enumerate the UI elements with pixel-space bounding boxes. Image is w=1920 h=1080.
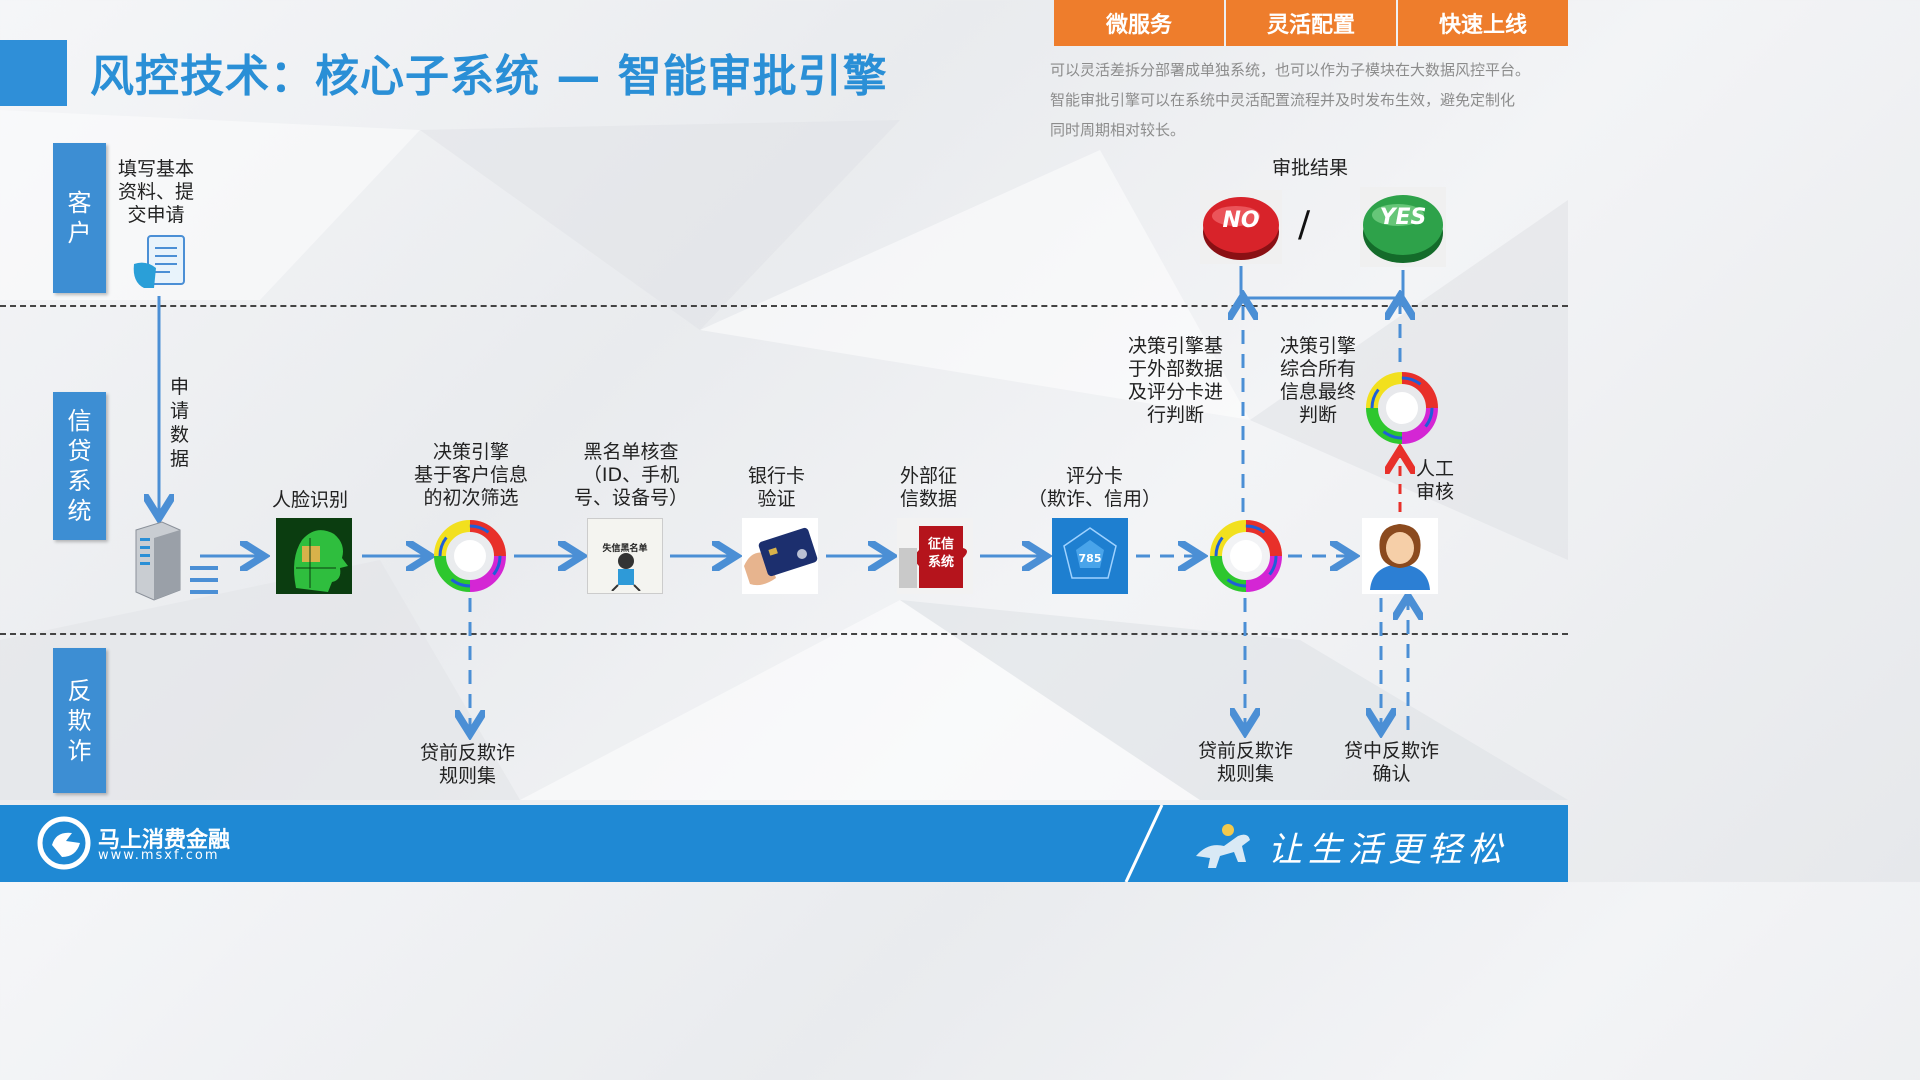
brand-url[interactable]: www.msxf.com [98,848,220,863]
no-button-tile: NO [1200,190,1282,264]
footer-divider [1124,805,1164,882]
flow-connectors [0,266,1568,882]
blacklist-icon: 失信黑名单 [587,518,663,594]
horse-rider-icon [1196,824,1250,868]
brand-name: 马上消费金融 [98,828,231,853]
decision-engine-cycle-icon [434,520,506,592]
lane-divider [0,633,1568,635]
customer-step-label: 填写基本 资料、提 交申请 [118,158,195,226]
tab-fast-launch[interactable]: 快速上线 [1398,0,1568,46]
brand-logo-icon [37,816,91,870]
footer-bar [0,805,1568,882]
face-recognition-icon [276,518,352,594]
page-title: 风控技术：核心子系统 — 智能审批引擎 [90,51,888,102]
credit-badge: 征信 系统 [927,537,954,570]
description-line: 同时周期相对较长。 [1050,121,1186,139]
bank-card-label: 银行卡 验证 [748,465,806,510]
reviewer-avatar-icon [1362,518,1438,594]
yes-label: YES [1379,205,1427,230]
decision-engine-3-label: 决策引擎 综合所有 信息最终 判断 [1280,335,1357,426]
decision-engine-2-label: 决策引擎基 于外部数据 及评分卡进 行判断 [1128,335,1224,426]
manual-review-label: 人工 审核 [1416,458,1455,503]
header-description: 可以灵活差拆分部署成单独系统，也可以作为子模块在大数据风控平台。 智能审批引擎可… [1050,55,1568,145]
radar-chart-icon [1063,527,1117,579]
lane-customer: 客户 [53,143,106,293]
tab-microservice[interactable]: 微服务 [1054,0,1224,46]
person-figure-icon [611,553,641,591]
blacklist-check-label: 黑名单核查 （ID、手机 号、设备号） [574,441,689,509]
decision-engine-cycle-icon [1366,372,1438,444]
description-line: 智能审批引擎可以在系统中灵活配置流程并及时发布生效，避免定制化 [1050,91,1516,109]
result-separator: / [1298,204,1311,245]
face-recognition-label: 人脸识别 [272,489,349,511]
slogan: 让生活更轻松 [1268,830,1508,870]
yes-button-icon [1363,195,1443,263]
pre-loan-rules-2-label: 贷前反欺诈 规则集 [1198,740,1294,785]
application-form-icon [133,235,185,288]
decision-engine-1-label: 决策引擎 基于客户信息 的初次筛选 [414,441,529,509]
lane-divider [0,305,1568,307]
lane-anti-fraud: 反欺诈 [53,648,106,793]
scorecard-icon: 785 [1052,518,1128,594]
bank-card-icon [742,518,818,594]
application-data-label: 申 请 数 据 [170,376,190,470]
server-icon [135,521,218,601]
lane-credit-system: 信贷系统 [53,392,106,540]
title-accent-block [0,40,67,106]
blacklist-badge: 失信黑名单 [602,544,648,554]
no-label: NO [1222,208,1260,233]
description-line: 可以灵活差拆分部署成单独系统，也可以作为子模块在大数据风控平台。 [1050,61,1531,79]
result-title: 审批结果 [1272,157,1349,179]
no-button-icon [1203,197,1279,260]
puzzle-icon [899,526,967,588]
scorecard-label: 评分卡 （欺诈、信用） [1028,465,1162,510]
pre-loan-rules-1-label: 贷前反欺诈 规则集 [420,742,516,787]
external-credit-label: 外部征 信数据 [900,465,958,510]
yes-button-tile: YES [1360,187,1446,267]
tab-flexible-config[interactable]: 灵活配置 [1226,0,1396,46]
mid-loan-confirm-label: 贷中反欺诈 确认 [1344,740,1440,785]
score-value: 785 [1078,552,1102,565]
decision-engine-cycle-icon [1210,520,1282,592]
credit-system-icon: 征信 系统 [897,518,973,594]
